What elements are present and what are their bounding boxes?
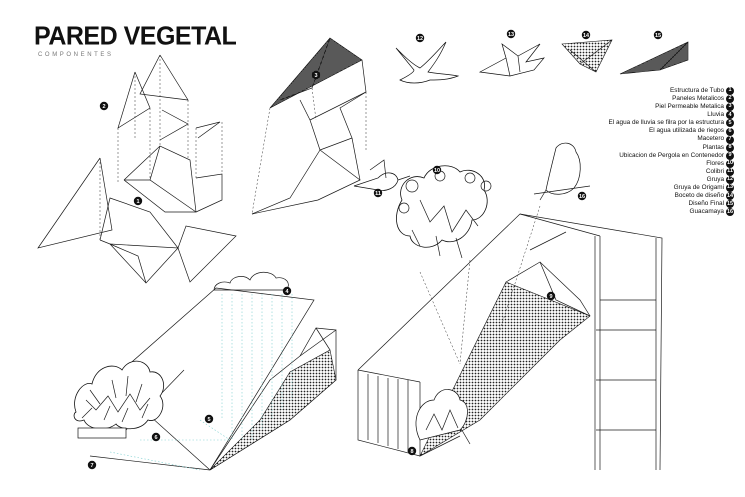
design-sketch-illustration xyxy=(561,39,613,73)
svg-text:10: 10 xyxy=(434,168,440,174)
legend-label: El agua utilizada de riegos xyxy=(649,127,724,135)
legend-label: El agua de lluvia se filra por la estruc… xyxy=(608,119,724,127)
legend-label: Lluvia xyxy=(707,111,724,119)
marker-7: 7 xyxy=(87,460,97,470)
flower-cluster xyxy=(396,165,492,259)
marker-16: 16 xyxy=(577,191,587,201)
legend-label: Flores xyxy=(706,159,724,167)
legend-number-badge: 5 xyxy=(726,119,734,128)
crane-illustration xyxy=(395,41,460,84)
page-subtitle: COMPONENTES xyxy=(38,52,114,58)
svg-text:15: 15 xyxy=(655,33,661,39)
legend-label: Gruya de Origami xyxy=(673,183,724,191)
svg-text:8: 8 xyxy=(410,449,413,455)
legend-number-badge: 8 xyxy=(726,143,734,152)
legend-number-badge: 11 xyxy=(726,167,734,176)
marker-4: 4 xyxy=(282,286,292,296)
container-plants xyxy=(415,389,468,441)
marker-3: 3 xyxy=(311,70,321,80)
legend-number-badge: 1 xyxy=(726,87,734,96)
legend-item: El agua de lluvia se filra por la estruc… xyxy=(534,119,734,128)
svg-text:9: 9 xyxy=(549,294,552,300)
legend-label: Ubicacion de Pergola en Contenedor xyxy=(619,151,724,159)
svg-text:6: 6 xyxy=(154,435,157,441)
marker-5: 5 xyxy=(204,414,214,424)
svg-text:11: 11 xyxy=(375,191,381,197)
marker-2: 2 xyxy=(99,101,109,111)
svg-text:3: 3 xyxy=(314,73,317,79)
svg-text:14: 14 xyxy=(583,33,590,39)
marker-1: 1 xyxy=(133,196,143,206)
legend-number-badge: 16 xyxy=(726,208,734,217)
legend-label: Piel Permeable Metalica xyxy=(655,103,724,111)
legend-number-badge: 13 xyxy=(726,184,734,193)
permeable-skin-panel xyxy=(251,37,367,215)
svg-text:7: 7 xyxy=(90,463,93,469)
legend-label: Colibri xyxy=(705,167,724,175)
svg-text:4: 4 xyxy=(285,289,289,295)
macaw-illustration xyxy=(533,142,591,201)
legend-label: Paneles Metalicos xyxy=(672,94,724,102)
marker-10: 10 xyxy=(432,165,442,175)
page-title: PARED VEGETAL xyxy=(34,21,237,51)
origami-crane-illustration xyxy=(478,43,545,77)
exploded-structure xyxy=(37,54,237,284)
legend-label: Gruya xyxy=(706,175,724,183)
svg-text:16: 16 xyxy=(579,194,585,200)
svg-text:12: 12 xyxy=(417,36,423,42)
legend-number-badge: 4 xyxy=(726,111,734,120)
svg-text:1: 1 xyxy=(136,199,139,205)
rain-cloud xyxy=(213,271,289,291)
legend-label: Guacamaya xyxy=(689,208,724,216)
svg-text:13: 13 xyxy=(508,32,514,38)
legend-label: Plantas xyxy=(702,143,724,151)
planter-plants-left xyxy=(73,360,164,439)
legend-number-badge: 15 xyxy=(726,200,734,209)
legend-number-badge: 7 xyxy=(726,135,734,144)
legend-number-badge: 9 xyxy=(726,151,734,160)
marker-6: 6 xyxy=(151,432,161,442)
legend-number-badge: 14 xyxy=(726,192,734,201)
legend-number-badge: 3 xyxy=(726,103,734,112)
legend-label: Macetero xyxy=(697,135,724,143)
container-pergola xyxy=(357,205,663,471)
marker-14: 14 xyxy=(581,30,591,40)
marker-9: 9 xyxy=(546,291,556,301)
legend-label: Estructura de Tubo xyxy=(670,86,724,94)
marker-13: 13 xyxy=(506,29,516,39)
planter-box xyxy=(77,427,127,439)
hummingbird-illustration xyxy=(353,159,411,191)
marker-8: 8 xyxy=(407,446,417,456)
marker-12: 12 xyxy=(415,33,425,43)
svg-text:2: 2 xyxy=(102,104,105,110)
legend-label: Boceto de diseño xyxy=(674,192,724,200)
legend-number-badge: 6 xyxy=(726,127,734,136)
legend-number-badge: 12 xyxy=(726,176,734,185)
marker-15: 15 xyxy=(653,30,663,40)
final-design-illustration xyxy=(619,41,689,75)
svg-text:5: 5 xyxy=(207,417,210,423)
legend-number-badge: 10 xyxy=(726,159,734,168)
legend-number-badge: 2 xyxy=(726,95,734,104)
marker-11: 11 xyxy=(373,188,383,198)
legend-label: Diseño Final xyxy=(688,200,724,208)
